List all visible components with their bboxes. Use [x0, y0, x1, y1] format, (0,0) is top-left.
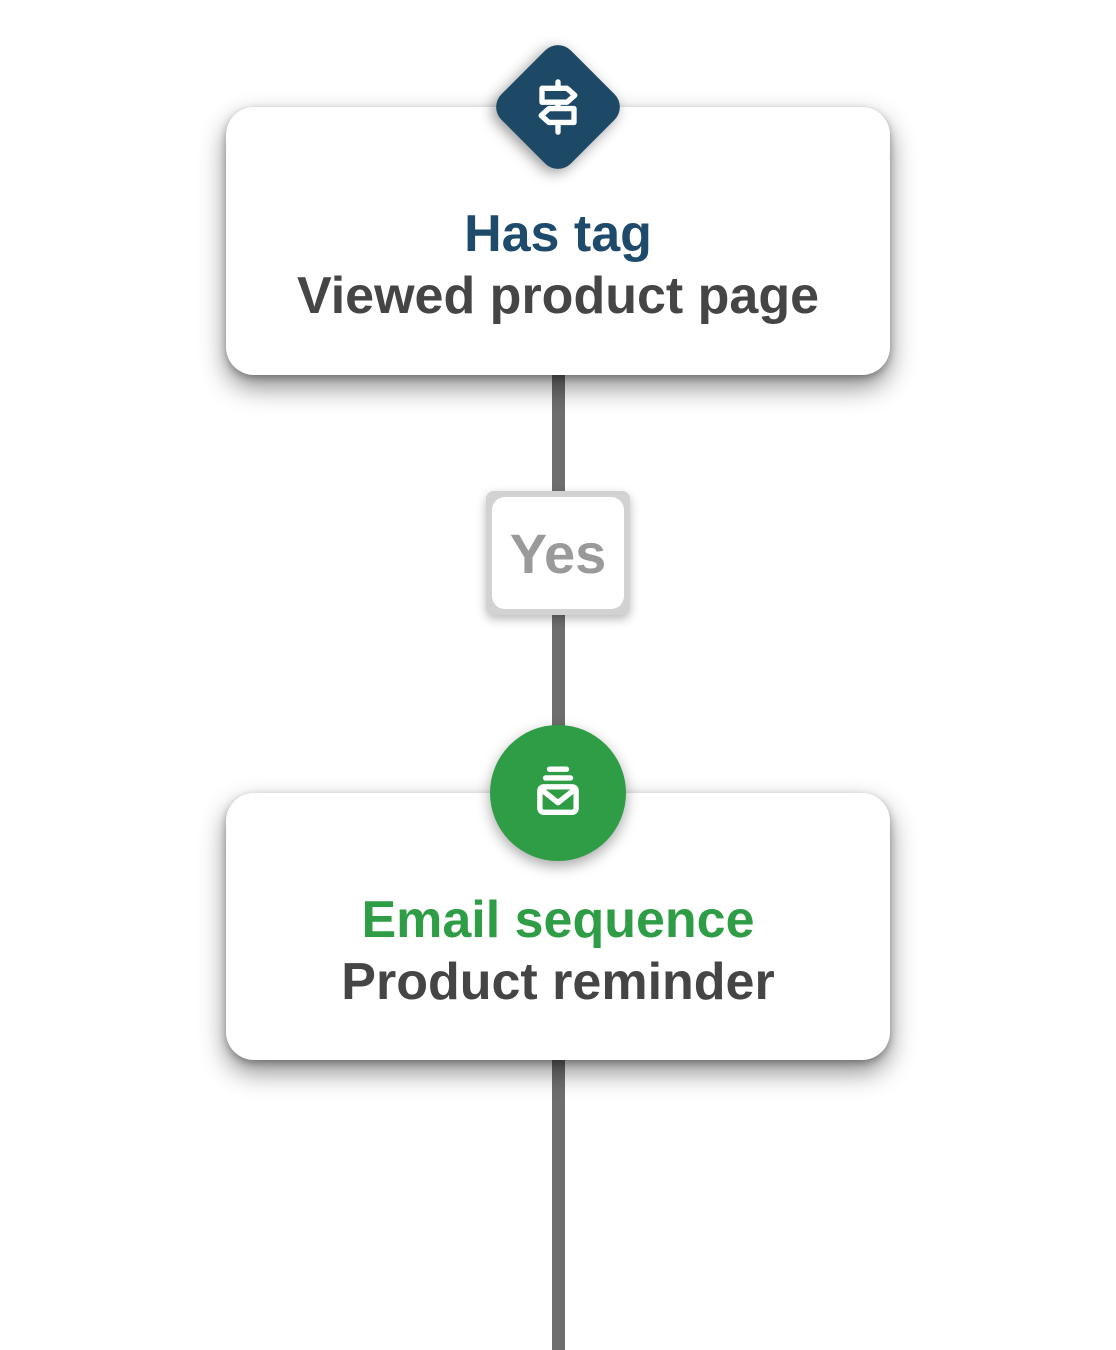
action-node[interactable]: Email sequence Product reminder	[226, 725, 890, 1060]
condition-node-title: Has tag	[464, 205, 652, 263]
action-node-title: Email sequence	[361, 890, 755, 949]
action-node-subtitle: Product reminder	[341, 952, 775, 1011]
condition-node-badge	[488, 37, 628, 177]
condition-node[interactable]: Has tag Viewed product page	[226, 37, 890, 375]
email-sequence-icon	[537, 766, 579, 815]
branch-label-text: Yes	[492, 497, 624, 609]
action-node-badge	[490, 725, 626, 861]
signpost-icon	[538, 79, 578, 135]
branch-label-yes[interactable]: Yes	[486, 491, 630, 615]
condition-node-subtitle: Viewed product page	[296, 267, 820, 325]
